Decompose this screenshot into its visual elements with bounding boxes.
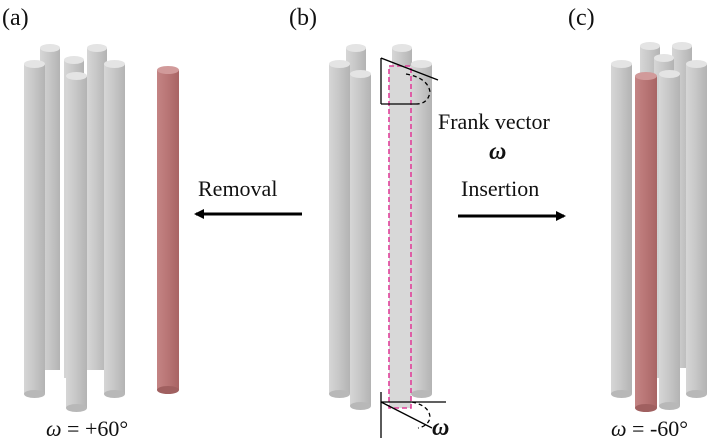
rod bbox=[24, 60, 45, 398]
removal-label: Removal bbox=[198, 176, 278, 201]
vacancy-highlight bbox=[388, 65, 412, 409]
omega-symbol: ω bbox=[46, 416, 62, 441]
inserted-rod bbox=[635, 72, 657, 412]
panel-b-bundle bbox=[329, 44, 432, 410]
frank-vector-label: Frank vector bbox=[438, 109, 550, 134]
panel-b-label: (b) bbox=[289, 5, 317, 31]
frank-vector-bottom bbox=[380, 392, 446, 438]
omega-value: = -60° bbox=[626, 416, 689, 441]
omega-symbol: ω bbox=[611, 416, 627, 441]
insertion-label: Insertion bbox=[461, 176, 540, 201]
panel-c-omega-label: ω = -60° bbox=[611, 418, 688, 440]
removed-rod bbox=[157, 66, 179, 394]
frank-vector-omega: ω bbox=[489, 139, 507, 165]
rod bbox=[659, 70, 680, 410]
rod bbox=[350, 70, 371, 410]
frank-vector-top bbox=[380, 57, 439, 105]
rod bbox=[66, 72, 87, 412]
rod bbox=[611, 60, 632, 398]
rod bbox=[87, 44, 107, 370]
rod bbox=[329, 60, 350, 398]
bottom-omega: ω bbox=[432, 415, 450, 441]
panel-a-bundle bbox=[24, 44, 125, 412]
omega-value: = +60° bbox=[61, 416, 129, 441]
rod bbox=[686, 60, 707, 398]
rod bbox=[411, 60, 432, 398]
panel-c-bundle bbox=[611, 42, 707, 412]
panel-a-label: (a) bbox=[2, 5, 29, 31]
panel-a-omega-label: ω = +60° bbox=[46, 418, 128, 440]
rod bbox=[104, 60, 125, 398]
panel-c-label: (c) bbox=[568, 5, 595, 31]
